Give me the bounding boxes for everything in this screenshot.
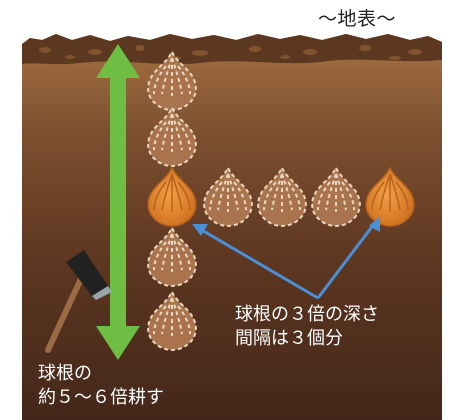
ghost-bulbs-row (203, 167, 361, 227)
surface-label: 〜地表〜 (318, 8, 397, 30)
depth-label: 球根の３倍の深さ (235, 304, 379, 325)
tilling-label-line1: 球根の (38, 363, 92, 384)
hoe-icon (45, 250, 112, 353)
tilling-depth-arrow (96, 44, 140, 360)
soil-texture (39, 45, 422, 60)
depth-spacing-note: 球根の３倍の深さ 間隔は３個分 (235, 303, 379, 351)
spacing-pointer-arrows (192, 216, 380, 300)
pointer-arrow-icon (192, 224, 208, 236)
spacing-label: 間隔は３個分 (235, 328, 343, 349)
tilling-note: 球根の 約５〜６倍耕す (38, 362, 164, 410)
pointer-arrow-icon (369, 216, 380, 232)
double-arrow-icon (96, 44, 140, 360)
tilling-label-line2: 約５〜６倍耕す (38, 387, 164, 408)
soil-surface-crust (22, 34, 442, 65)
soil-ground (22, 34, 442, 420)
